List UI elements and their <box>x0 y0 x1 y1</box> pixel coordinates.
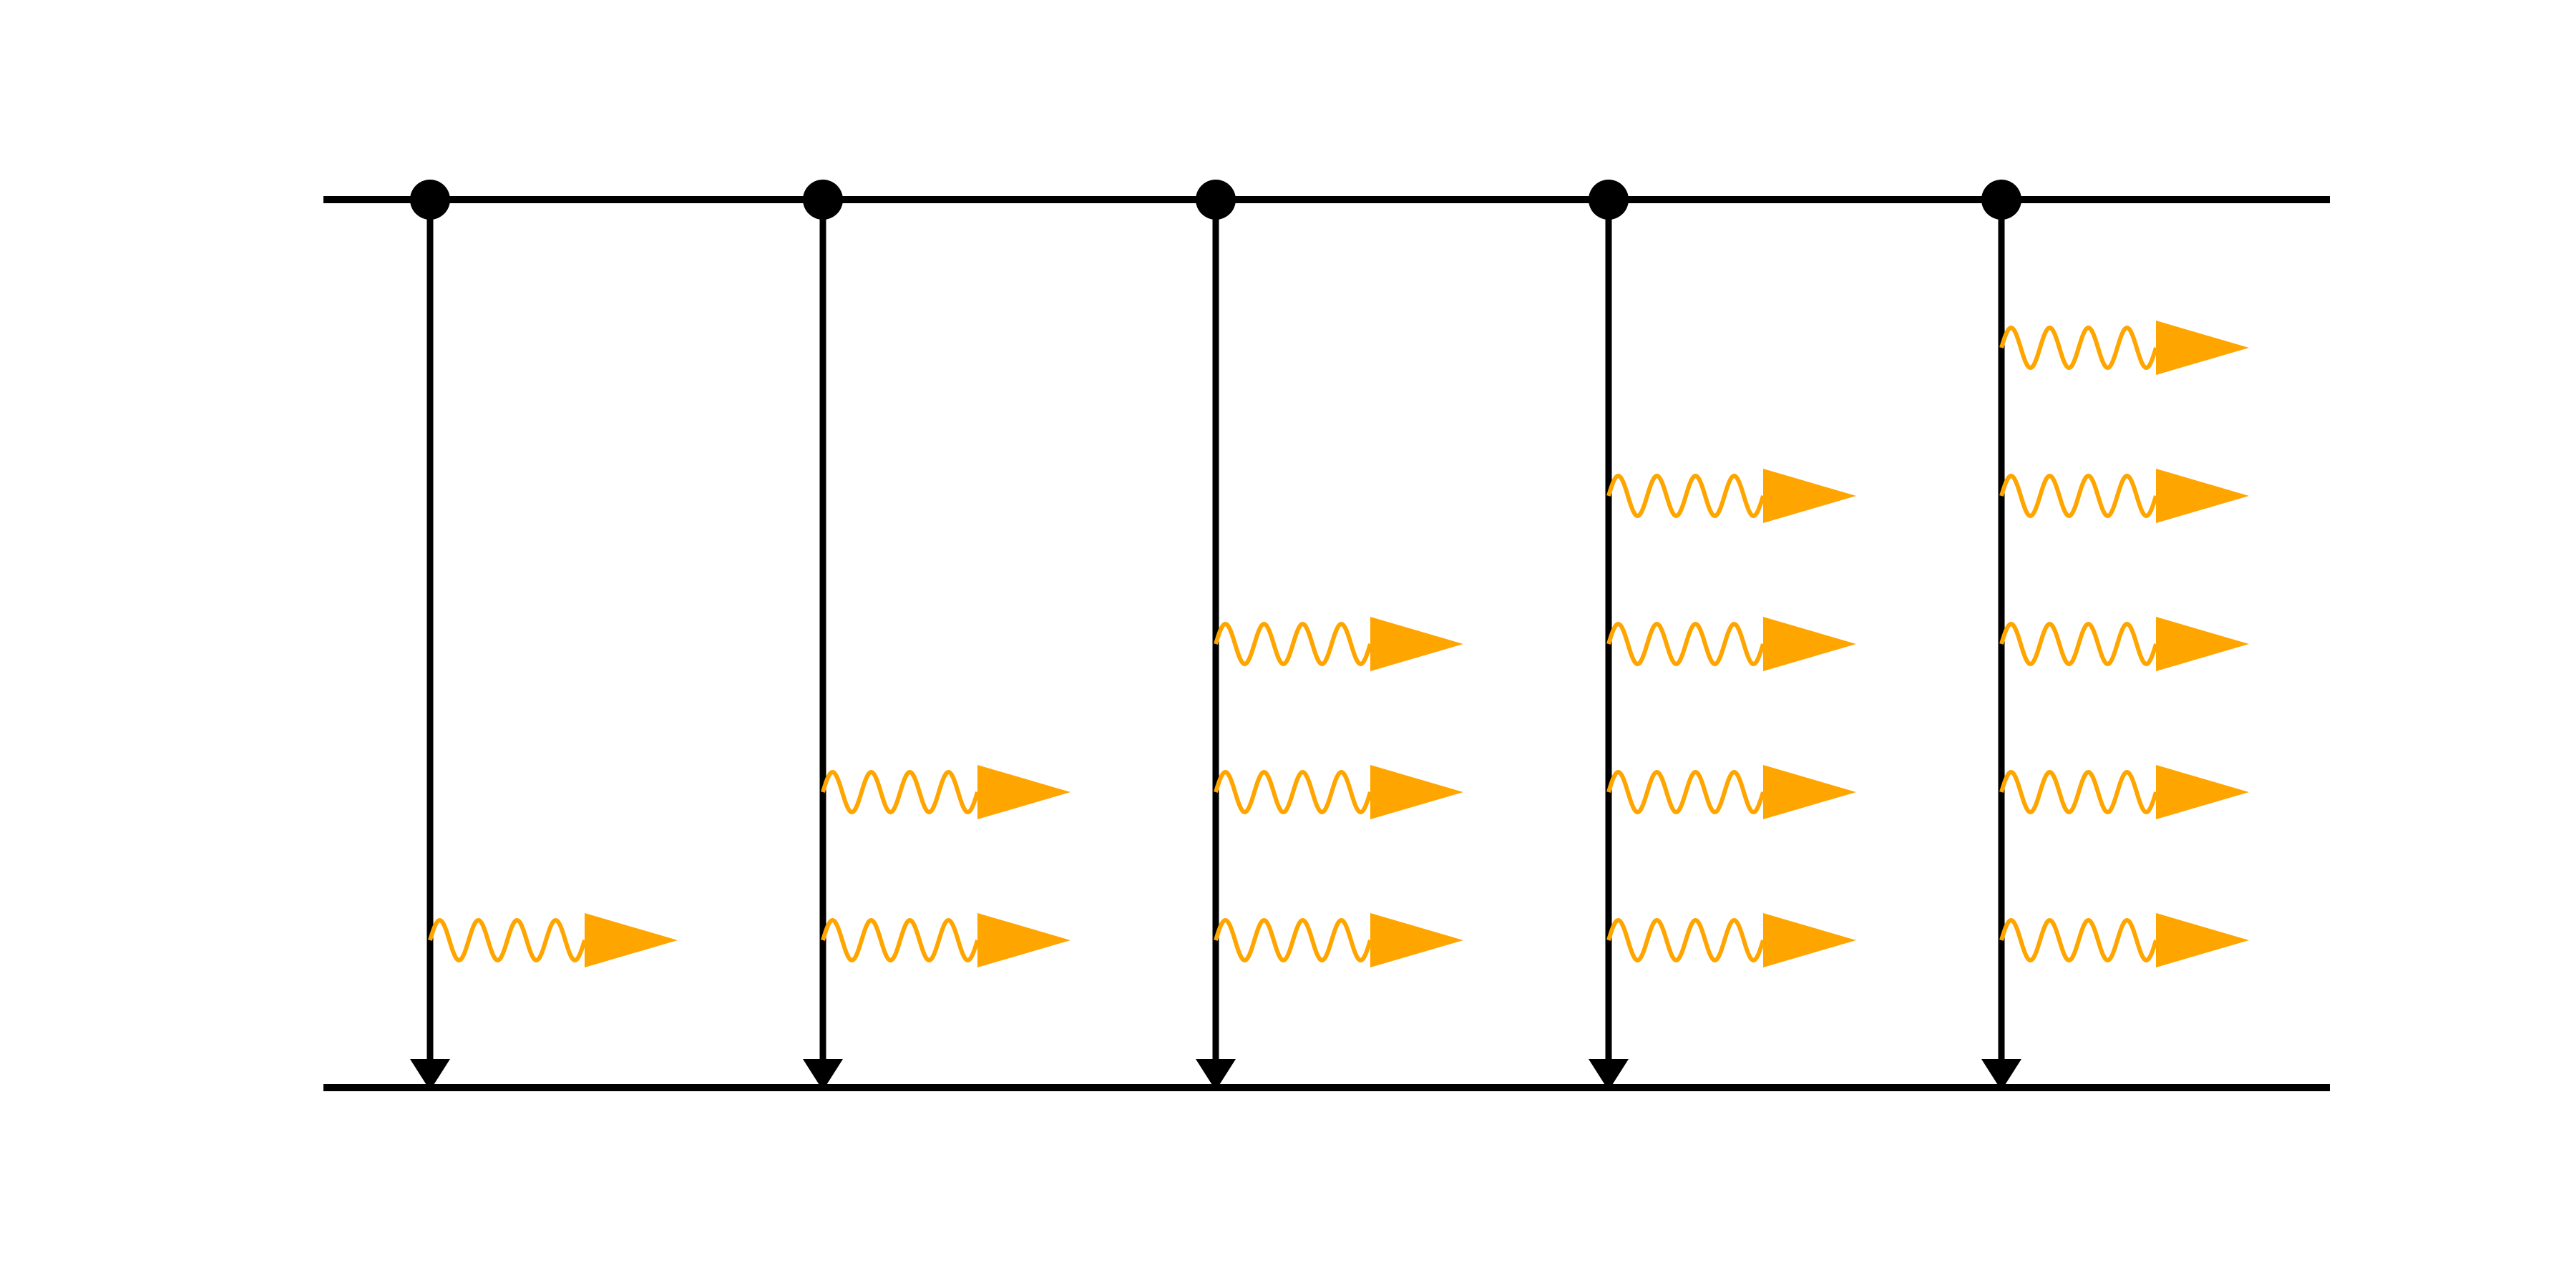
photon-wavy-arrow-icon <box>1214 765 1463 819</box>
photon-wave <box>1214 917 1372 963</box>
photon-wavy-arrow-icon <box>1606 913 1856 967</box>
photon-wave <box>1999 917 2158 963</box>
photon-wave <box>1606 473 1765 519</box>
photon-wave <box>1999 769 2158 815</box>
photon-wavy-arrow-icon <box>821 913 1070 967</box>
arrowhead-down-icon <box>1196 1059 1236 1091</box>
photon-wave <box>1214 621 1372 667</box>
photon-arrowhead-icon <box>585 913 678 967</box>
transitions-group <box>410 180 2249 1091</box>
photon-wave <box>1999 473 2158 519</box>
photon-wave <box>821 917 980 963</box>
photon-wave <box>821 769 980 815</box>
photon-arrowhead-icon <box>1370 617 1463 671</box>
photon-wave <box>1999 621 2158 667</box>
photon-arrowhead-icon <box>1763 913 1856 967</box>
photon-wavy-arrow-icon <box>1999 617 2249 671</box>
photon-wave <box>428 917 587 963</box>
photon-wavy-arrow-icon <box>1214 913 1463 967</box>
start-dot-icon <box>803 180 843 220</box>
photon-arrowhead-icon <box>1370 765 1463 819</box>
photon-wave <box>1214 769 1372 815</box>
transition-3 <box>1196 180 1463 1091</box>
photon-arrowhead-icon <box>1763 765 1856 819</box>
start-dot-icon <box>1196 180 1236 220</box>
photon-wavy-arrow-icon <box>821 765 1070 819</box>
transition-4 <box>1589 180 1856 1091</box>
photon-wavy-arrow-icon <box>1606 469 1856 523</box>
photon-arrowhead-icon <box>1370 913 1463 967</box>
photon-wavy-arrow-icon <box>428 913 678 967</box>
photon-arrowhead-icon <box>2156 469 2249 523</box>
photon-wave <box>1606 917 1765 963</box>
photon-arrowhead-icon <box>1763 617 1856 671</box>
photon-wavy-arrow-icon <box>1999 321 2249 375</box>
photon-wavy-arrow-icon <box>1999 913 2249 967</box>
transition-2 <box>803 180 1070 1091</box>
photon-wavy-arrow-icon <box>1606 617 1856 671</box>
photon-wavy-arrow-icon <box>1214 617 1463 671</box>
photon-wave <box>1999 325 2158 371</box>
arrowhead-down-icon <box>1589 1059 1629 1091</box>
photon-arrowhead-icon <box>2156 765 2249 819</box>
photon-arrowhead-icon <box>2156 617 2249 671</box>
start-dot-icon <box>1589 180 1629 220</box>
photon-arrowhead-icon <box>2156 913 2249 967</box>
photon-arrowhead-icon <box>977 913 1070 967</box>
arrowhead-down-icon <box>410 1059 450 1091</box>
transition-1 <box>410 180 678 1091</box>
photon-wavy-arrow-icon <box>1999 765 2249 819</box>
photon-arrowhead-icon <box>2156 321 2249 375</box>
photon-arrowhead-icon <box>1763 469 1856 523</box>
photon-wavy-arrow-icon <box>1606 765 1856 819</box>
start-dot-icon <box>1981 180 2021 220</box>
photon-wavy-arrow-icon <box>1999 469 2249 523</box>
start-dot-icon <box>410 180 450 220</box>
arrowhead-down-icon <box>1981 1059 2021 1091</box>
photon-arrowhead-icon <box>977 765 1070 819</box>
arrowhead-down-icon <box>803 1059 843 1091</box>
transition-5 <box>1981 180 2249 1091</box>
photon-wave <box>1606 769 1765 815</box>
photon-wave <box>1606 621 1765 667</box>
